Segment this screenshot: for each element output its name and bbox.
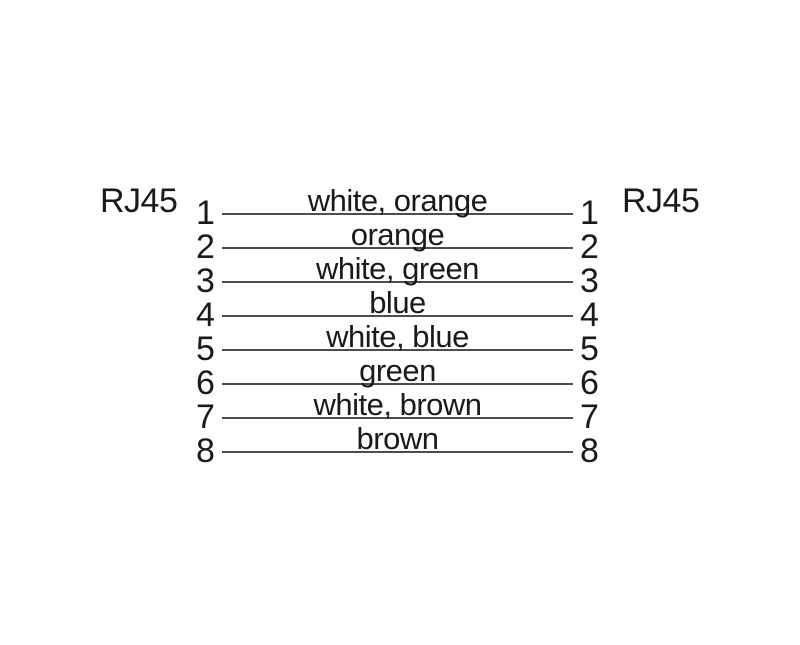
left-pin-number: 3 — [196, 262, 215, 300]
wire-line — [222, 417, 573, 419]
right-pin-number: 4 — [580, 296, 599, 334]
wire-color-label: green — [359, 353, 436, 388]
wire-line — [222, 315, 573, 317]
right-pin-number: 3 — [580, 262, 599, 300]
left-pin-number: 4 — [196, 296, 215, 334]
wire-color-label: brown — [356, 421, 439, 456]
right-pin-number: 7 — [580, 398, 599, 436]
wire-color-label: orange — [350, 217, 445, 252]
wire-color-label: white, blue — [326, 319, 469, 354]
wire-line — [222, 247, 573, 249]
left-pin-number: 8 — [196, 432, 215, 470]
wire-line — [222, 213, 573, 215]
right-pin-number: 8 — [580, 432, 599, 470]
right-pin-number: 2 — [580, 228, 599, 266]
left-pin-number: 6 — [196, 364, 215, 402]
left-pin-number: 2 — [196, 228, 215, 266]
left-pin-number: 5 — [196, 330, 215, 368]
right-pin-number: 5 — [580, 330, 599, 368]
right-pin-number: 6 — [580, 364, 599, 402]
left-pin-number: 7 — [196, 398, 215, 436]
connector-label-left: RJ45 — [100, 182, 178, 220]
right-pin-number: 1 — [580, 194, 599, 232]
wire-line — [222, 451, 573, 453]
wire-line — [222, 383, 573, 385]
wire-color-label: white, brown — [313, 387, 482, 422]
wire-line — [222, 281, 573, 283]
wire-line — [222, 349, 573, 351]
connector-label-right: RJ45 — [622, 182, 700, 220]
left-pin-number: 1 — [196, 194, 215, 232]
wire-color-label: white, green — [316, 251, 479, 286]
wire-color-label: white, orange — [307, 183, 488, 218]
wire-color-label: blue — [369, 285, 426, 320]
